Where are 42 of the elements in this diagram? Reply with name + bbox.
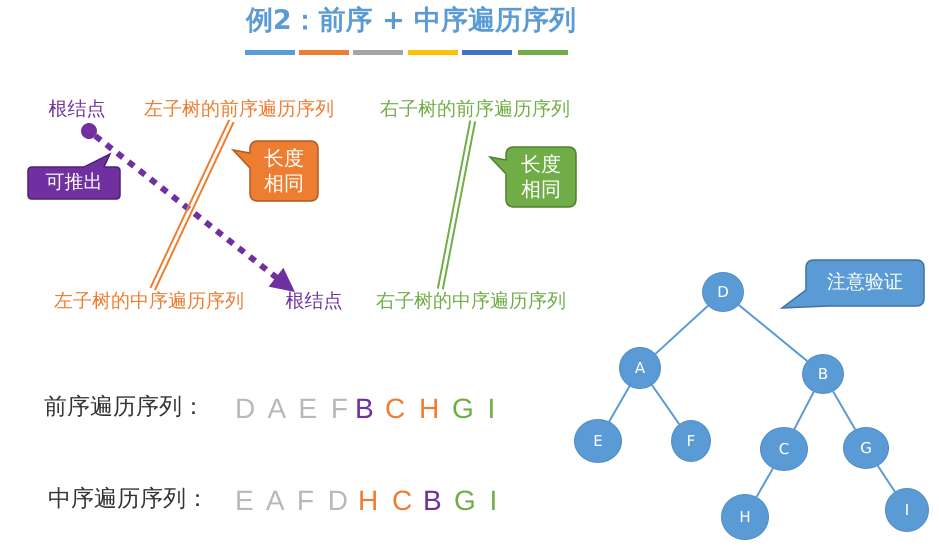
tree-node: D <box>702 272 744 312</box>
sequence-label: 左子树的前序遍历序列 <box>138 97 340 121</box>
tree-node: B <box>802 354 844 394</box>
callout-box: 长度相同 <box>230 140 320 202</box>
row-heading: 前序遍历序列： <box>44 394 205 422</box>
sequence-label: 左子树的中序遍历序列 <box>48 289 250 313</box>
sequence-label: 右子树的前序遍历序列 <box>372 97 578 121</box>
tree-edge <box>738 304 808 362</box>
callout-box: 注意验证 <box>778 258 926 310</box>
tree-node: H <box>721 494 769 540</box>
sequence-letters: H C <box>358 484 416 518</box>
tree-edge <box>793 391 815 430</box>
sequence-label: 右子树的中序遍历序列 <box>368 289 574 313</box>
sequence-letters: B <box>423 484 445 518</box>
sequence-letters: C H <box>385 392 442 426</box>
callout-box: 可推出 <box>26 150 122 201</box>
tree-node: I <box>885 488 929 532</box>
tree-node: C <box>760 427 808 471</box>
tree-node: A <box>619 347 661 389</box>
sequence-letters: E A F D <box>235 484 351 518</box>
dotted-arrow <box>93 134 295 292</box>
tree-edge <box>756 468 774 498</box>
root-node-label: 根结点 <box>46 97 108 121</box>
row-heading: 中序遍历序列： <box>48 486 209 514</box>
tree-node: E <box>574 419 622 463</box>
tree-edge <box>654 305 709 355</box>
sequence-letters: G I <box>452 392 498 426</box>
tree-node: G <box>843 427 889 469</box>
tree-edge <box>651 384 680 425</box>
sequence-letters: D A E F <box>235 392 351 426</box>
callout-box: 长度相同 <box>488 146 578 208</box>
tree-edge <box>877 465 896 492</box>
sequence-letters: G I <box>454 484 500 518</box>
double-line <box>149 118 235 292</box>
tree-edge <box>608 386 630 422</box>
tree-node: F <box>671 420 711 462</box>
tree-edge <box>832 391 856 430</box>
double-line <box>436 120 476 290</box>
root-node-label: 根结点 <box>283 289 345 313</box>
title: 例2：前序 + 中序遍历序列 <box>244 4 578 38</box>
root-dot <box>81 123 97 139</box>
sequence-letters: B <box>355 392 377 426</box>
